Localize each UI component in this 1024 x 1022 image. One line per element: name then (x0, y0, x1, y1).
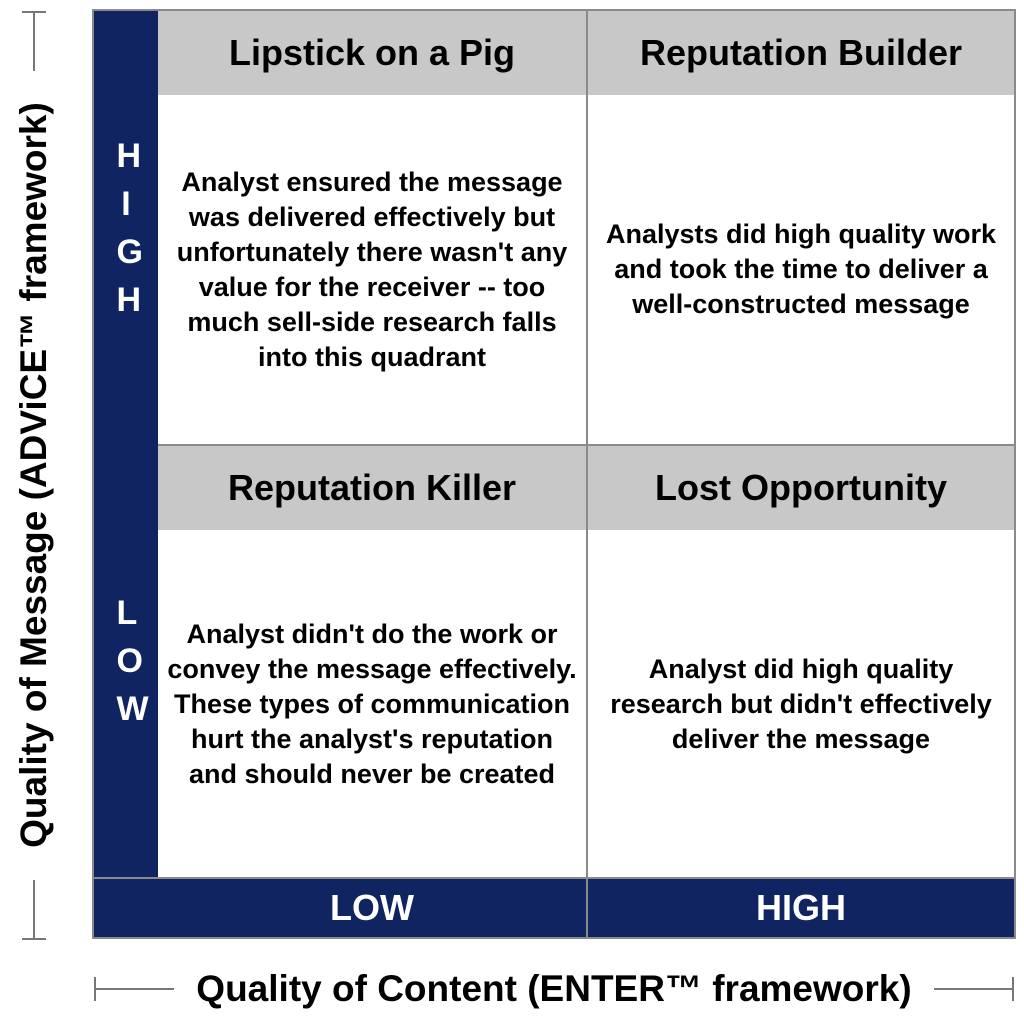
quadrant-title: Reputation Killer (158, 446, 586, 530)
row-label-low-text: LOW (116, 593, 149, 728)
quadrant-title: Lost Opportunity (588, 446, 1014, 530)
quadrant-title: Reputation Builder (588, 11, 1014, 95)
quadrant-reputation-builder: Reputation Builder Analysts did high qua… (586, 11, 1014, 444)
x-axis-line-left (94, 988, 174, 990)
x-axis-tick-right (1012, 977, 1014, 1001)
y-axis-line-top (33, 11, 35, 71)
y-axis-line-bottom (33, 880, 35, 938)
quadrant-description: Analysts did high quality work and took … (605, 219, 997, 319)
x-axis: Quality of Content (ENTER™ framework) (92, 955, 1016, 1022)
row-label-high-text: HIGH (116, 136, 143, 319)
x-axis-label: Quality of Content (ENTER™ framework) (192, 968, 916, 1010)
quadrant-title: Lipstick on a Pig (158, 11, 586, 95)
quadrant-description: Analyst ensured the message was delivere… (176, 166, 568, 372)
row-label-high: HIGH (94, 11, 158, 444)
quadrant-lost-opportunity: Lost Opportunity Analyst did high qualit… (586, 444, 1014, 877)
row-label-low: LOW (94, 444, 158, 877)
x-axis-line-right (934, 988, 1014, 990)
column-label-high: HIGH (586, 877, 1014, 937)
y-axis-tick-bottom (22, 938, 46, 940)
y-axis: Quality of Message (ADViCE™ framework) (0, 0, 70, 950)
quadrant-description: Analyst did high quality research but di… (610, 654, 992, 754)
y-axis-label: Quality of Message (ADViCE™ framework) (13, 98, 55, 852)
corner-cell (94, 877, 158, 937)
quadrant-reputation-killer: Reputation Killer Analyst didn't do the … (158, 444, 586, 877)
quadrant-description: Analyst didn't do the work or convey the… (167, 619, 577, 789)
quadrant-matrix: HIGH LOW Lipstick on a Pig Analyst ensur… (92, 9, 1016, 939)
column-label-low: LOW (158, 877, 586, 937)
quadrant-lipstick-on-a-pig: Lipstick on a Pig Analyst ensured the me… (158, 11, 586, 444)
